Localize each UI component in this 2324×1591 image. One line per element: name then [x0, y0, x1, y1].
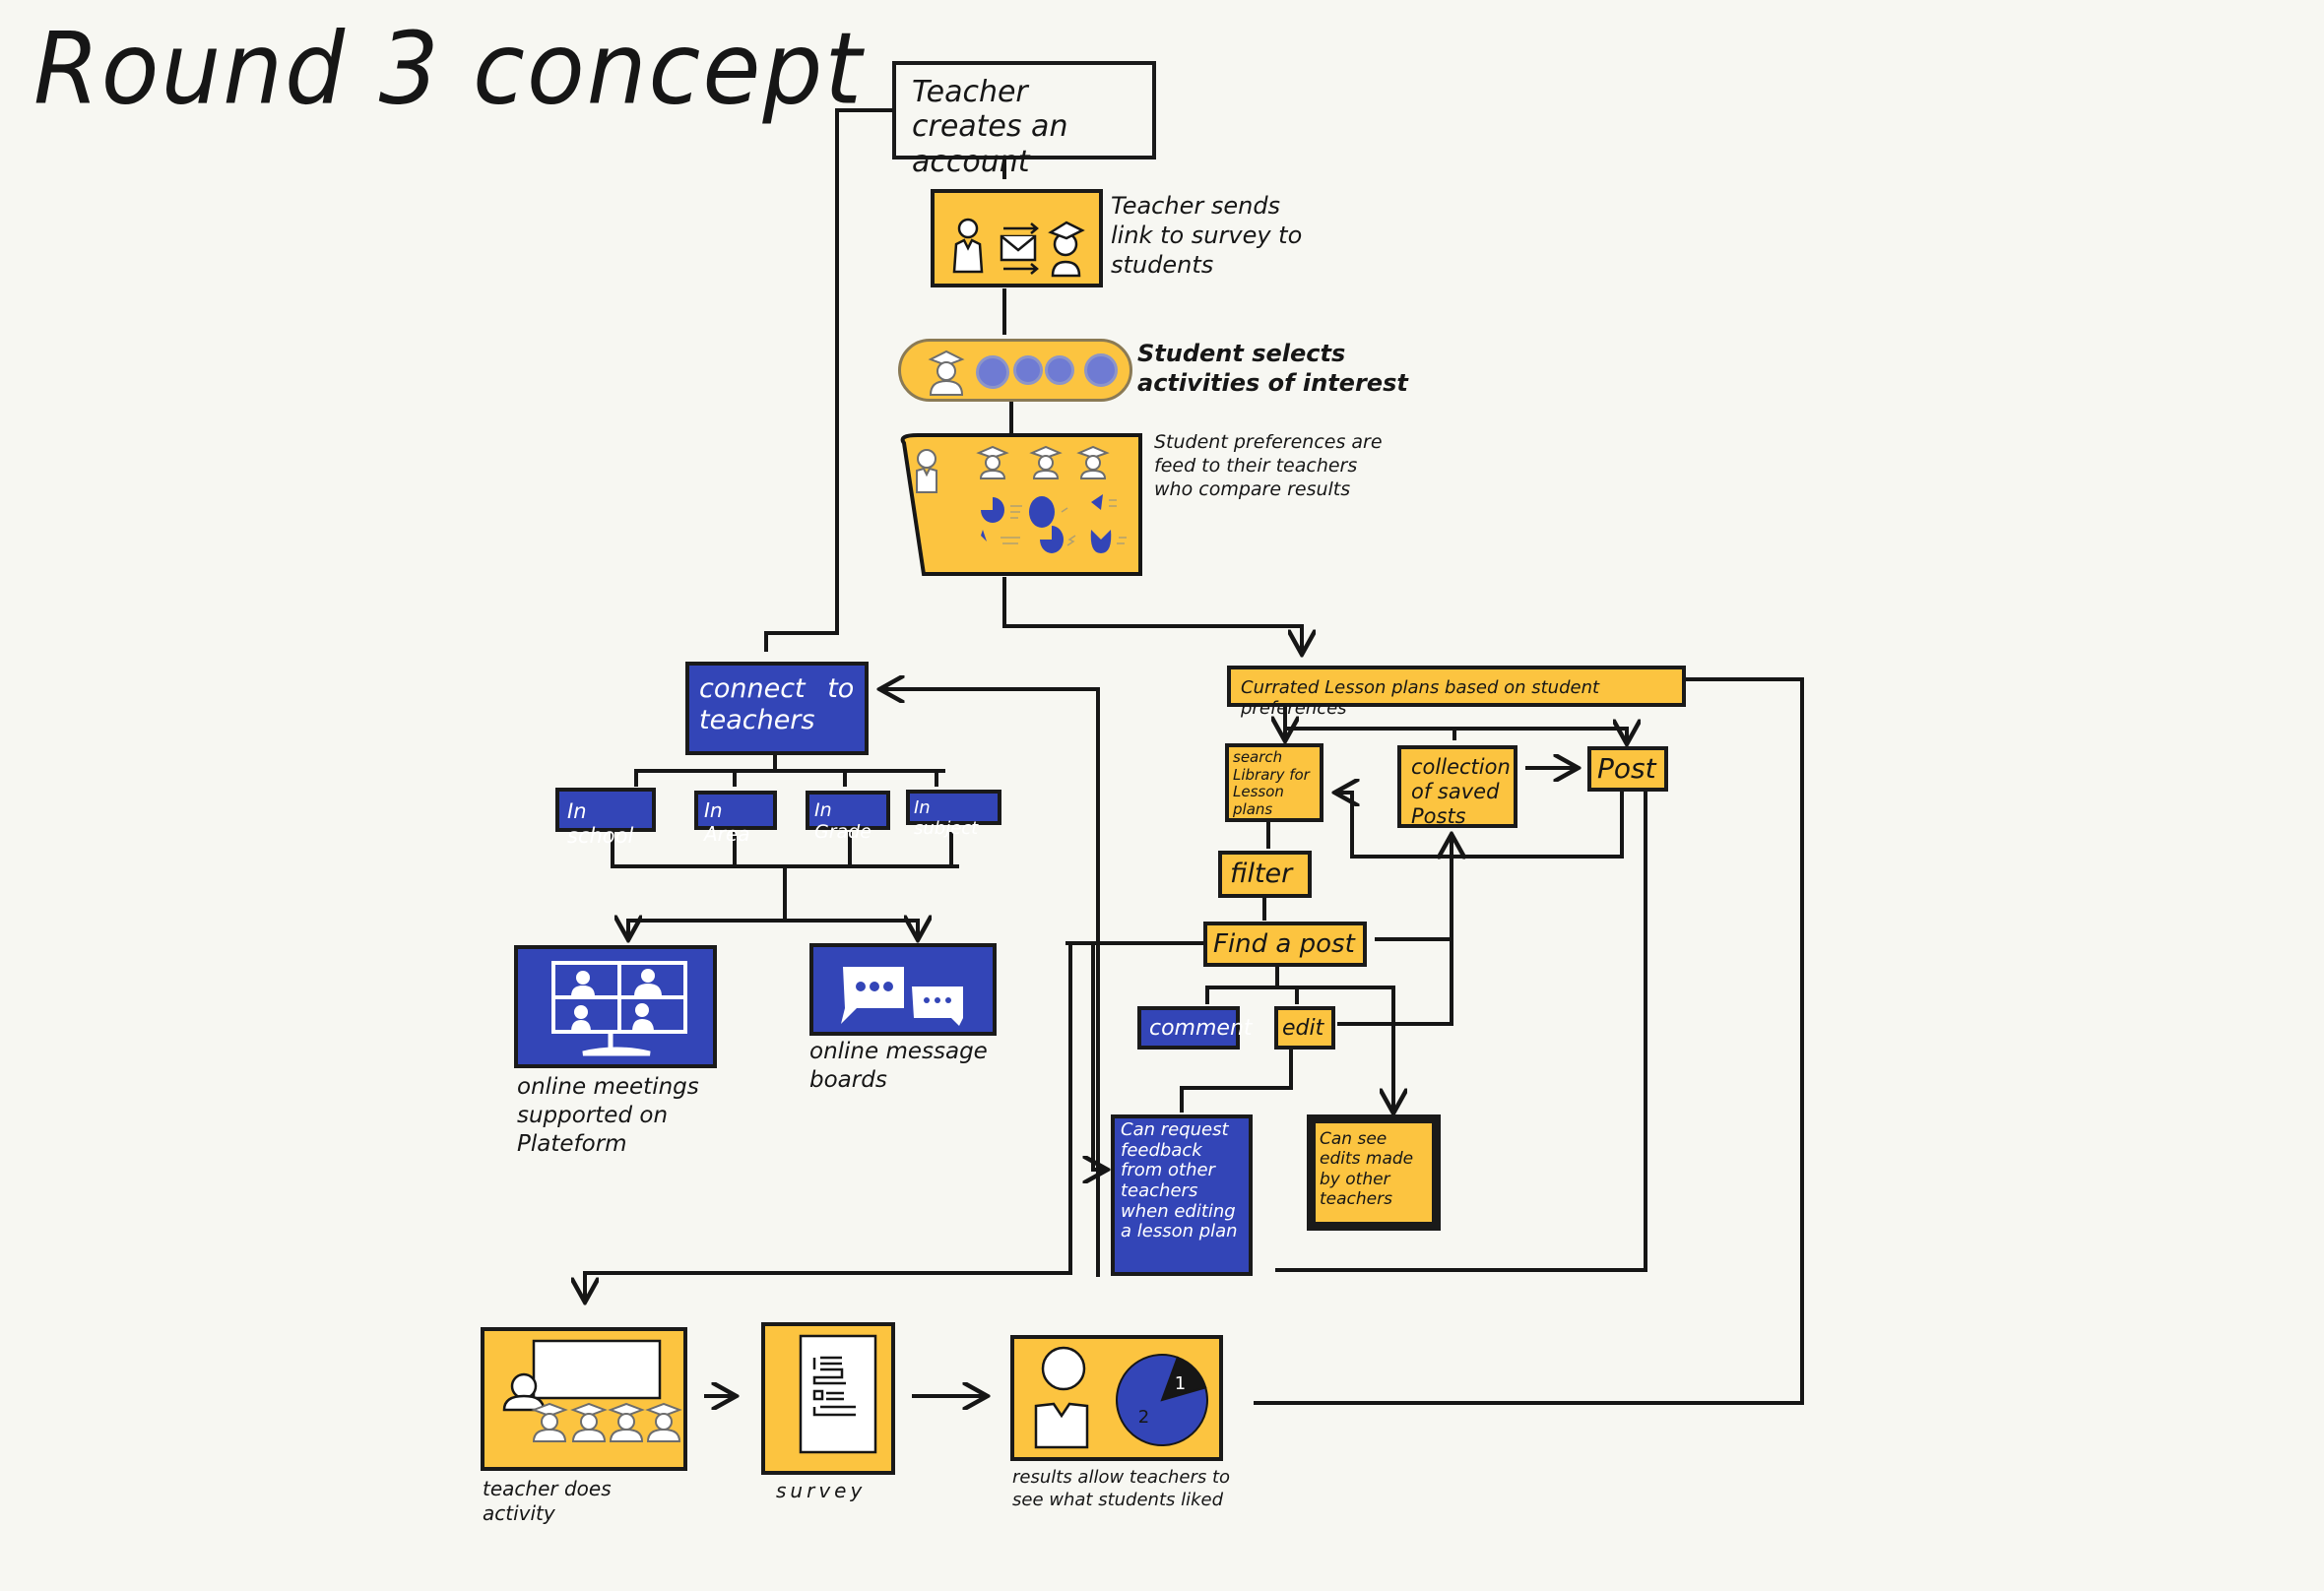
send-link-illustration: [952, 218, 1085, 278]
curated-lesson-plans-text: Currated Lesson plans based on student p…: [1241, 677, 1600, 720]
request-feedback-text: Can request feedback from other teachers…: [1121, 1119, 1238, 1242]
send-survey-link-box[interactable]: [931, 189, 1103, 287]
survey-label: survey: [776, 1479, 867, 1502]
send-survey-link-label: Teacher sends link to survey to students: [1111, 192, 1303, 279]
filter-box[interactable]: filter: [1218, 851, 1312, 898]
filter-text: filter: [1230, 859, 1293, 889]
teacher-icon: [916, 449, 937, 493]
activity-icon[interactable]: [1084, 353, 1118, 387]
see-edits-box[interactable]: Can see edits made by other teachers: [1307, 1114, 1441, 1231]
video-meeting-icon: [551, 961, 687, 1056]
chat-bubbles-icon: [841, 967, 963, 1026]
saved-posts-collection-text: collection of saved Posts: [1411, 755, 1511, 828]
activity-icon[interactable]: [976, 355, 1009, 389]
preferences-box[interactable]: [894, 431, 1150, 579]
pie-slice-2: [1116, 1354, 1208, 1446]
find-a-post-text: Find a post: [1213, 929, 1355, 959]
online-meetings-label: online meetings supported on Plateform: [517, 1074, 699, 1157]
filter-in-subject-label: In subject: [914, 797, 979, 840]
pie-slice-label: 2: [1138, 1407, 1149, 1428]
see-edits-text: Can see edits made by other teachers: [1320, 1129, 1414, 1210]
classroom-activity-label: teacher does activity: [483, 1477, 612, 1525]
teacher-icon: [952, 218, 984, 274]
classroom-activity-box[interactable]: [481, 1327, 687, 1471]
request-feedback-box[interactable]: Can request feedback from other teachers…: [1111, 1114, 1253, 1276]
connect-to-teachers-box[interactable]: connect to teachers: [685, 662, 869, 755]
classroom-icon: [502, 1339, 682, 1442]
filter-in-grade[interactable]: In Grade: [806, 791, 890, 843]
survey-box[interactable]: [761, 1322, 895, 1475]
curated-lesson-plans-bar[interactable]: Currated Lesson plans based on student p…: [1227, 666, 1686, 719]
pie-chart-icon: [981, 494, 1112, 553]
filter-in-subject[interactable]: In subject: [906, 790, 1001, 839]
student-icon: [976, 445, 1110, 479]
search-library-text: search Library for Lesson plans: [1233, 748, 1310, 819]
page-title: Round 3 concept: [33, 11, 864, 127]
edit-button[interactable]: edit: [1274, 1006, 1335, 1050]
results-pie-icon: 12: [1034, 1346, 1208, 1449]
message-boards-box[interactable]: [809, 943, 997, 1036]
filter-in-school-label: In school: [567, 799, 634, 848]
post-box[interactable]: Post: [1587, 746, 1668, 792]
activity-icon[interactable]: [1013, 355, 1043, 385]
filter-in-school[interactable]: In school: [555, 788, 656, 848]
select-activities-label: Student selects activities of interest: [1137, 340, 1408, 397]
comment-text: comment: [1149, 1016, 1253, 1041]
post-text: Post: [1597, 752, 1656, 785]
create-account-box[interactable]: Teacher creates an account: [892, 61, 1156, 179]
comment-button[interactable]: comment: [1137, 1006, 1253, 1050]
find-a-post-box[interactable]: Find a post: [1203, 922, 1367, 967]
connect-to-teachers-text: connect to teachers: [699, 673, 855, 735]
filter-in-area[interactable]: In Area: [694, 791, 777, 845]
filter-in-area-label: In Area: [704, 798, 750, 846]
message-boards-label: online message boards: [809, 1039, 988, 1093]
preferences-label: Student preferences are feed to their te…: [1154, 431, 1383, 500]
create-account-text: Teacher creates an account: [912, 75, 1068, 179]
filter-in-grade-label: In Grade: [814, 799, 872, 844]
saved-posts-collection-box[interactable]: collection of saved Posts: [1397, 745, 1517, 828]
survey-form-icon: [799, 1334, 877, 1454]
teacher-icon: [1034, 1346, 1089, 1449]
select-activities-pill[interactable]: [898, 339, 1132, 402]
activity-icon[interactable]: [1045, 355, 1074, 385]
envelope-icon: [1000, 234, 1037, 262]
student-icon: [928, 350, 965, 396]
search-library-box[interactable]: search Library for Lesson plans: [1225, 743, 1323, 822]
edit-text: edit: [1282, 1016, 1324, 1041]
results-label: results allow teachers to see what stude…: [1012, 1467, 1231, 1510]
pie-slice-label: 1: [1175, 1373, 1186, 1394]
student-icon: [1048, 221, 1085, 278]
online-meetings-box[interactable]: [514, 945, 717, 1068]
arrow-right-icon: [1003, 223, 1039, 275]
